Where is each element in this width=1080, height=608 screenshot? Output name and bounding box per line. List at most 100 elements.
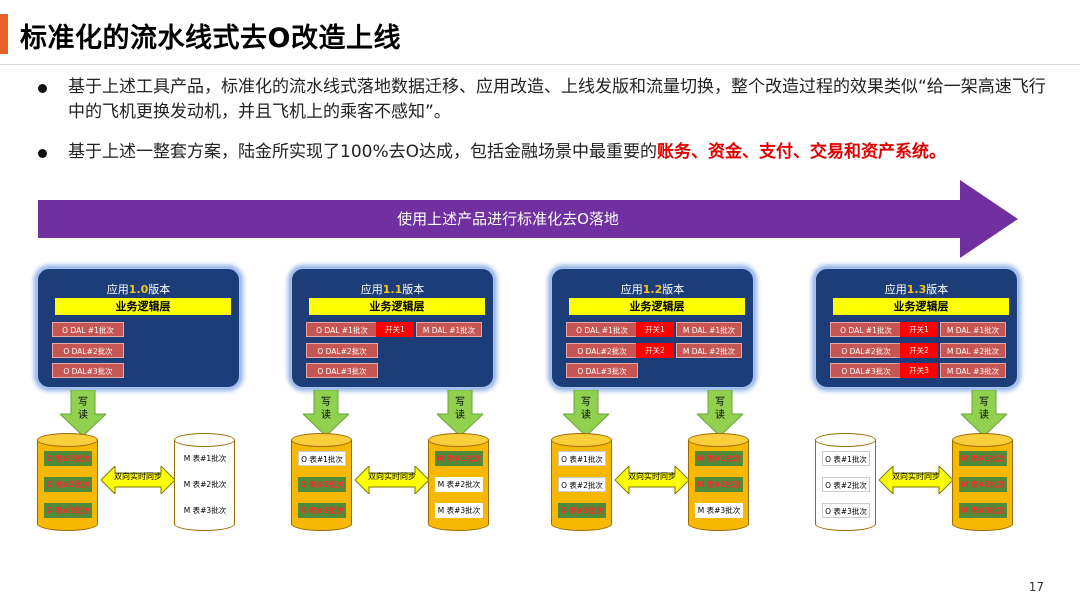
m-dal-batch: M DAL #2批次	[940, 343, 1006, 358]
o-database: O 表#1批次 O 表#2批次 O 表#3批次	[551, 433, 612, 531]
db-shape	[37, 433, 98, 447]
bidirectional-sync-arrow-icon	[101, 466, 175, 494]
o-dal-batch: O DAL #1批次	[566, 322, 638, 337]
version-number: 1.2	[642, 283, 663, 296]
version-number: 1.3	[906, 283, 927, 296]
db-shape	[428, 433, 489, 447]
write-read-label: 写读	[303, 396, 349, 422]
write-label: 写	[321, 397, 331, 408]
switch-toggle: 开关2	[900, 343, 938, 358]
panel-title: 应用1.2版本	[552, 281, 753, 297]
o-dal-batch: O DAL #1批次	[306, 322, 378, 337]
write-label: 写	[979, 397, 989, 408]
bullet-dot-icon	[38, 149, 47, 158]
switch-toggle: 开关3	[900, 363, 938, 378]
o-dal-batch: O DAL#3批次	[52, 363, 124, 378]
table-batch-cell: M 表#2批次	[959, 477, 1007, 492]
o-dal-batch: O DAL#3批次	[306, 363, 378, 378]
write-read-arrow-icon	[437, 390, 483, 436]
write-read-label: 写读	[961, 396, 1007, 422]
panel-title-prefix: 应用	[360, 283, 383, 296]
bullet-1-text: 基于上述工具产品，标准化的流水线式落地数据迁移、应用改造、上线发版和流量切换，整…	[68, 77, 1046, 122]
sync-label: 双向实时同步	[628, 472, 676, 481]
bullet-2-text: 基于上述一整套方案，陆金所实现了100%去O达成，包括金融场景中最重要的	[68, 142, 657, 162]
db-shape	[174, 433, 235, 447]
m-dal-batch: M DAL #3批次	[940, 363, 1006, 378]
progress-banner-arrow	[38, 180, 1018, 258]
table-batch-cell: M 表#1批次	[181, 451, 229, 466]
sync-label: 双向实时同步	[114, 472, 162, 481]
bullet-2: 基于上述一整套方案，陆金所实现了100%去O达成，包括金融场景中最重要的账务、资…	[38, 140, 1048, 165]
business-logic-layer: 业务逻辑层	[569, 298, 745, 315]
db-shape	[815, 433, 876, 447]
read-label: 读	[455, 410, 465, 421]
panel-title-prefix: 应用	[106, 283, 129, 296]
panel-title-suffix: 版本	[662, 283, 685, 296]
banner-text: 使用上述产品进行标准化去O落地	[397, 210, 619, 228]
write-read-arrow-icon	[563, 390, 609, 436]
table-batch-cell: M 表#1批次	[435, 451, 483, 466]
business-logic-layer: 业务逻辑层	[833, 298, 1009, 315]
m-database: M 表#1批次 M 表#2批次 M 表#3批次	[952, 433, 1013, 531]
read-label: 读	[715, 410, 725, 421]
business-logic-layer: 业务逻辑层	[55, 298, 231, 315]
o-dal-batch: O DAL#2批次	[830, 343, 902, 358]
table-batch-cell: M 表#1批次	[959, 451, 1007, 466]
write-read-label: 写读	[697, 396, 743, 422]
sync-label: 双向实时同步	[892, 472, 940, 481]
panel-title-suffix: 版本	[926, 283, 949, 296]
business-logic-layer: 业务逻辑层	[309, 298, 485, 315]
db-shape	[952, 433, 1013, 447]
write-read-label: 写读	[563, 396, 609, 422]
o-dal-batch: O DAL #1批次	[830, 322, 902, 337]
read-label: 读	[979, 410, 989, 421]
table-batch-cell: M 表#3批次	[959, 503, 1007, 518]
title-accent-bar	[0, 14, 8, 54]
page-number: 17	[1028, 580, 1044, 594]
bidirectional-sync-arrow-icon	[879, 466, 953, 494]
bidirectional-sync-arrow-icon	[355, 466, 429, 494]
write-read-label: 写读	[437, 396, 483, 422]
table-batch-cell: O 表#2批次	[558, 477, 606, 492]
write-read-arrow-icon	[303, 390, 349, 436]
switch-toggle: 开关1	[636, 322, 674, 337]
switch-toggle: 开关1	[900, 322, 938, 337]
m-dal-batch: M DAL #1批次	[940, 322, 1006, 337]
write-read-arrow-icon	[697, 390, 743, 436]
write-label: 写	[715, 397, 725, 408]
table-batch-cell: O 表#3批次	[298, 503, 346, 518]
write-read-arrow-icon	[60, 390, 106, 436]
o-dal-batch: O DAL#3批次	[566, 363, 638, 378]
panel-title-prefix: 应用	[620, 283, 643, 296]
write-label: 写	[78, 397, 88, 408]
table-batch-cell: O 表#3批次	[44, 503, 92, 518]
m-dal-batch: M DAL #1批次	[416, 322, 482, 337]
bullet-2-highlight: 账务、资金、支付、交易和资产系统。	[656, 142, 946, 162]
db-shape	[291, 433, 352, 447]
table-batch-cell: O 表#1批次	[558, 451, 606, 466]
table-batch-cell: M 表#2批次	[181, 477, 229, 492]
table-batch-cell: O 表#2批次	[822, 477, 870, 492]
title-divider	[0, 64, 1080, 65]
switch-toggle: 开关2	[636, 343, 674, 358]
table-batch-cell: O 表#3批次	[822, 503, 870, 518]
switch-toggle: 开关1	[376, 322, 414, 337]
bullet-dot-icon	[38, 84, 47, 93]
bullet-1: 基于上述工具产品，标准化的流水线式落地数据迁移、应用改造、上线发版和流量切换，整…	[38, 75, 1048, 125]
o-database: O 表#1批次 O 表#2批次 O 表#3批次	[291, 433, 352, 531]
table-batch-cell: O 表#1批次	[298, 451, 346, 466]
panel-title: 应用1.0版本	[38, 281, 239, 297]
table-batch-cell: M 表#3批次	[695, 503, 743, 518]
table-batch-cell: O 表#3批次	[558, 503, 606, 518]
write-label: 写	[455, 397, 465, 408]
panel-title: 应用1.1版本	[292, 281, 493, 297]
table-batch-cell: O 表#2批次	[298, 477, 346, 492]
o-dal-batch: O DAL#2批次	[566, 343, 638, 358]
